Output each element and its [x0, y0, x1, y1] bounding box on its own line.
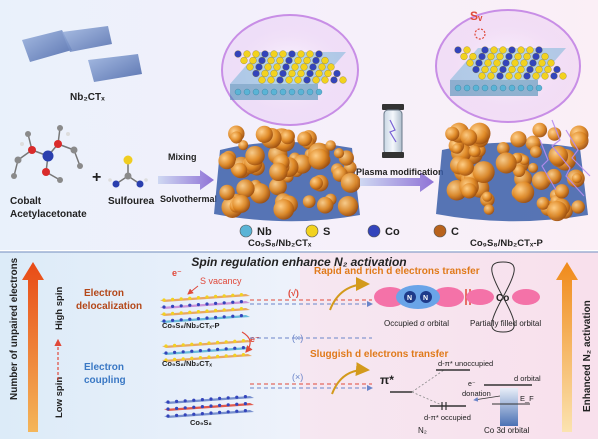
donation-label: donation [462, 389, 491, 398]
legend-label-c: C [451, 226, 459, 238]
cobalt-label-line1: Cobalt [10, 196, 42, 207]
rapid-curve-arrow [329, 277, 370, 311]
electron-coupling-line2: coupling [84, 375, 126, 386]
right-axis-label: Enhanced N₂ activation [582, 300, 593, 412]
layer-stack-bottom [164, 395, 254, 418]
e-minus-donation: e⁻ [468, 381, 476, 388]
layer-bot-label: Co₉S₈ [190, 418, 212, 427]
sluggish-curve-arrow [331, 362, 370, 395]
product-label: Co₉S₈/Nb₂CTₓ-P [470, 238, 544, 249]
electron-delocalization-line1: Electron [84, 288, 124, 299]
s-vacancy-pointer [187, 285, 199, 295]
layer-stack-top [160, 293, 250, 323]
check-mark: (√) [288, 288, 299, 298]
vacancy-circle [474, 28, 486, 40]
s-vacancy-label: S vacancy [200, 276, 242, 286]
legend-swatch-s [305, 224, 319, 238]
sulfourea-molecule [108, 155, 148, 188]
n2-label: N₂ [418, 426, 427, 435]
plasma-arrow [360, 172, 434, 192]
n-atom-2: N [423, 295, 428, 302]
occupied-sigma-label: Occupied σ orbital [384, 319, 449, 328]
plus-sign: + [92, 169, 101, 186]
product-lattice [450, 46, 567, 96]
nb2ctx-label: Nb₂CTₓ [70, 92, 105, 103]
plasma-lightning [539, 119, 591, 197]
fermi-label: E_F [520, 394, 534, 403]
layer-mid-label: Co₉S₈/Nb₂CTₓ [162, 359, 212, 368]
pi-link-down [411, 391, 445, 407]
cobalt-label-line2: Acetylacetonate [10, 209, 87, 220]
unpaired-electrons-arrow [22, 262, 44, 432]
composite-lattice [230, 50, 347, 100]
n2-activation-arrow [556, 262, 578, 432]
legend-label-co: Co [385, 226, 400, 238]
composite-particles [218, 125, 361, 220]
co3d-label: Co 3d orbital [484, 426, 530, 435]
legend-label-nb: Nb [257, 226, 272, 238]
partially-filled-label: Partially filled orbital [470, 319, 541, 328]
electron-delocalization-line2: delocalization [76, 301, 142, 312]
plasma-label: Plasma modification [356, 167, 444, 177]
left-axis-label: Number of unpaired electrons [9, 257, 20, 400]
e-minus-mid: e⁻ [250, 334, 260, 344]
low-spin-label: Low spin [54, 377, 65, 418]
legend-swatch-nb [239, 224, 253, 238]
atom-legend: Nb S Co C [239, 224, 459, 238]
legend-swatch-c [433, 224, 447, 238]
rapid-transfer-label: Rapid and rich d electrons transfer [314, 266, 480, 277]
d-orbital-label: d orbital [514, 374, 541, 383]
sluggish-transfer-label: Sluggish d electrons transfer [310, 349, 448, 360]
layer-top-label: Co₉S₈/Nb₂CTₓ-P [162, 321, 220, 330]
mixing-label: Mixing [168, 152, 197, 162]
sulfur-vacancy-mark: Sᵥ [470, 9, 483, 23]
bottom-title: Spin regulation enhance N₂ activation [191, 255, 406, 269]
legend-swatch-co [367, 224, 381, 238]
composite-label: Co₉S₈/Nb₂CTₓ [248, 238, 312, 249]
sigma-orbital [374, 285, 464, 309]
d-pi-unoccupied-label: d-π* unoccupied [438, 359, 493, 368]
solvothermal-label: Solvothermal [160, 194, 217, 204]
cross-mark-2: (×) [292, 372, 303, 382]
electron-coupling-line1: Electron [84, 362, 124, 373]
bottom-left-background [0, 252, 300, 439]
high-spin-label: High spin [54, 287, 65, 330]
sulfourea-label: Sulfourea [108, 196, 155, 207]
d-pi-occupied-label: d-π* occupied [424, 413, 471, 422]
plasma-reactor-icon [382, 104, 404, 158]
n-atom-1: N [407, 295, 412, 302]
electron-transfer-curve [241, 331, 253, 353]
co-3d-band [500, 388, 518, 426]
partially-filled-orbital [466, 261, 540, 333]
pi-link-up [411, 369, 445, 393]
co-atom-label: Co [496, 293, 509, 304]
layer-stack-middle [162, 339, 252, 362]
pi-star-label: π* [380, 373, 394, 387]
donation-arrow [473, 395, 501, 402]
cross-mark-1: (×) [292, 333, 303, 343]
legend-label-s: S [323, 226, 330, 238]
synthesis-arrow [158, 170, 214, 190]
cobalt-acetylacetonate-molecule [11, 125, 83, 183]
nb2ctx-sheets [22, 26, 142, 82]
e-minus-top: e⁻ [172, 268, 182, 278]
bottom-right-background [300, 252, 598, 439]
